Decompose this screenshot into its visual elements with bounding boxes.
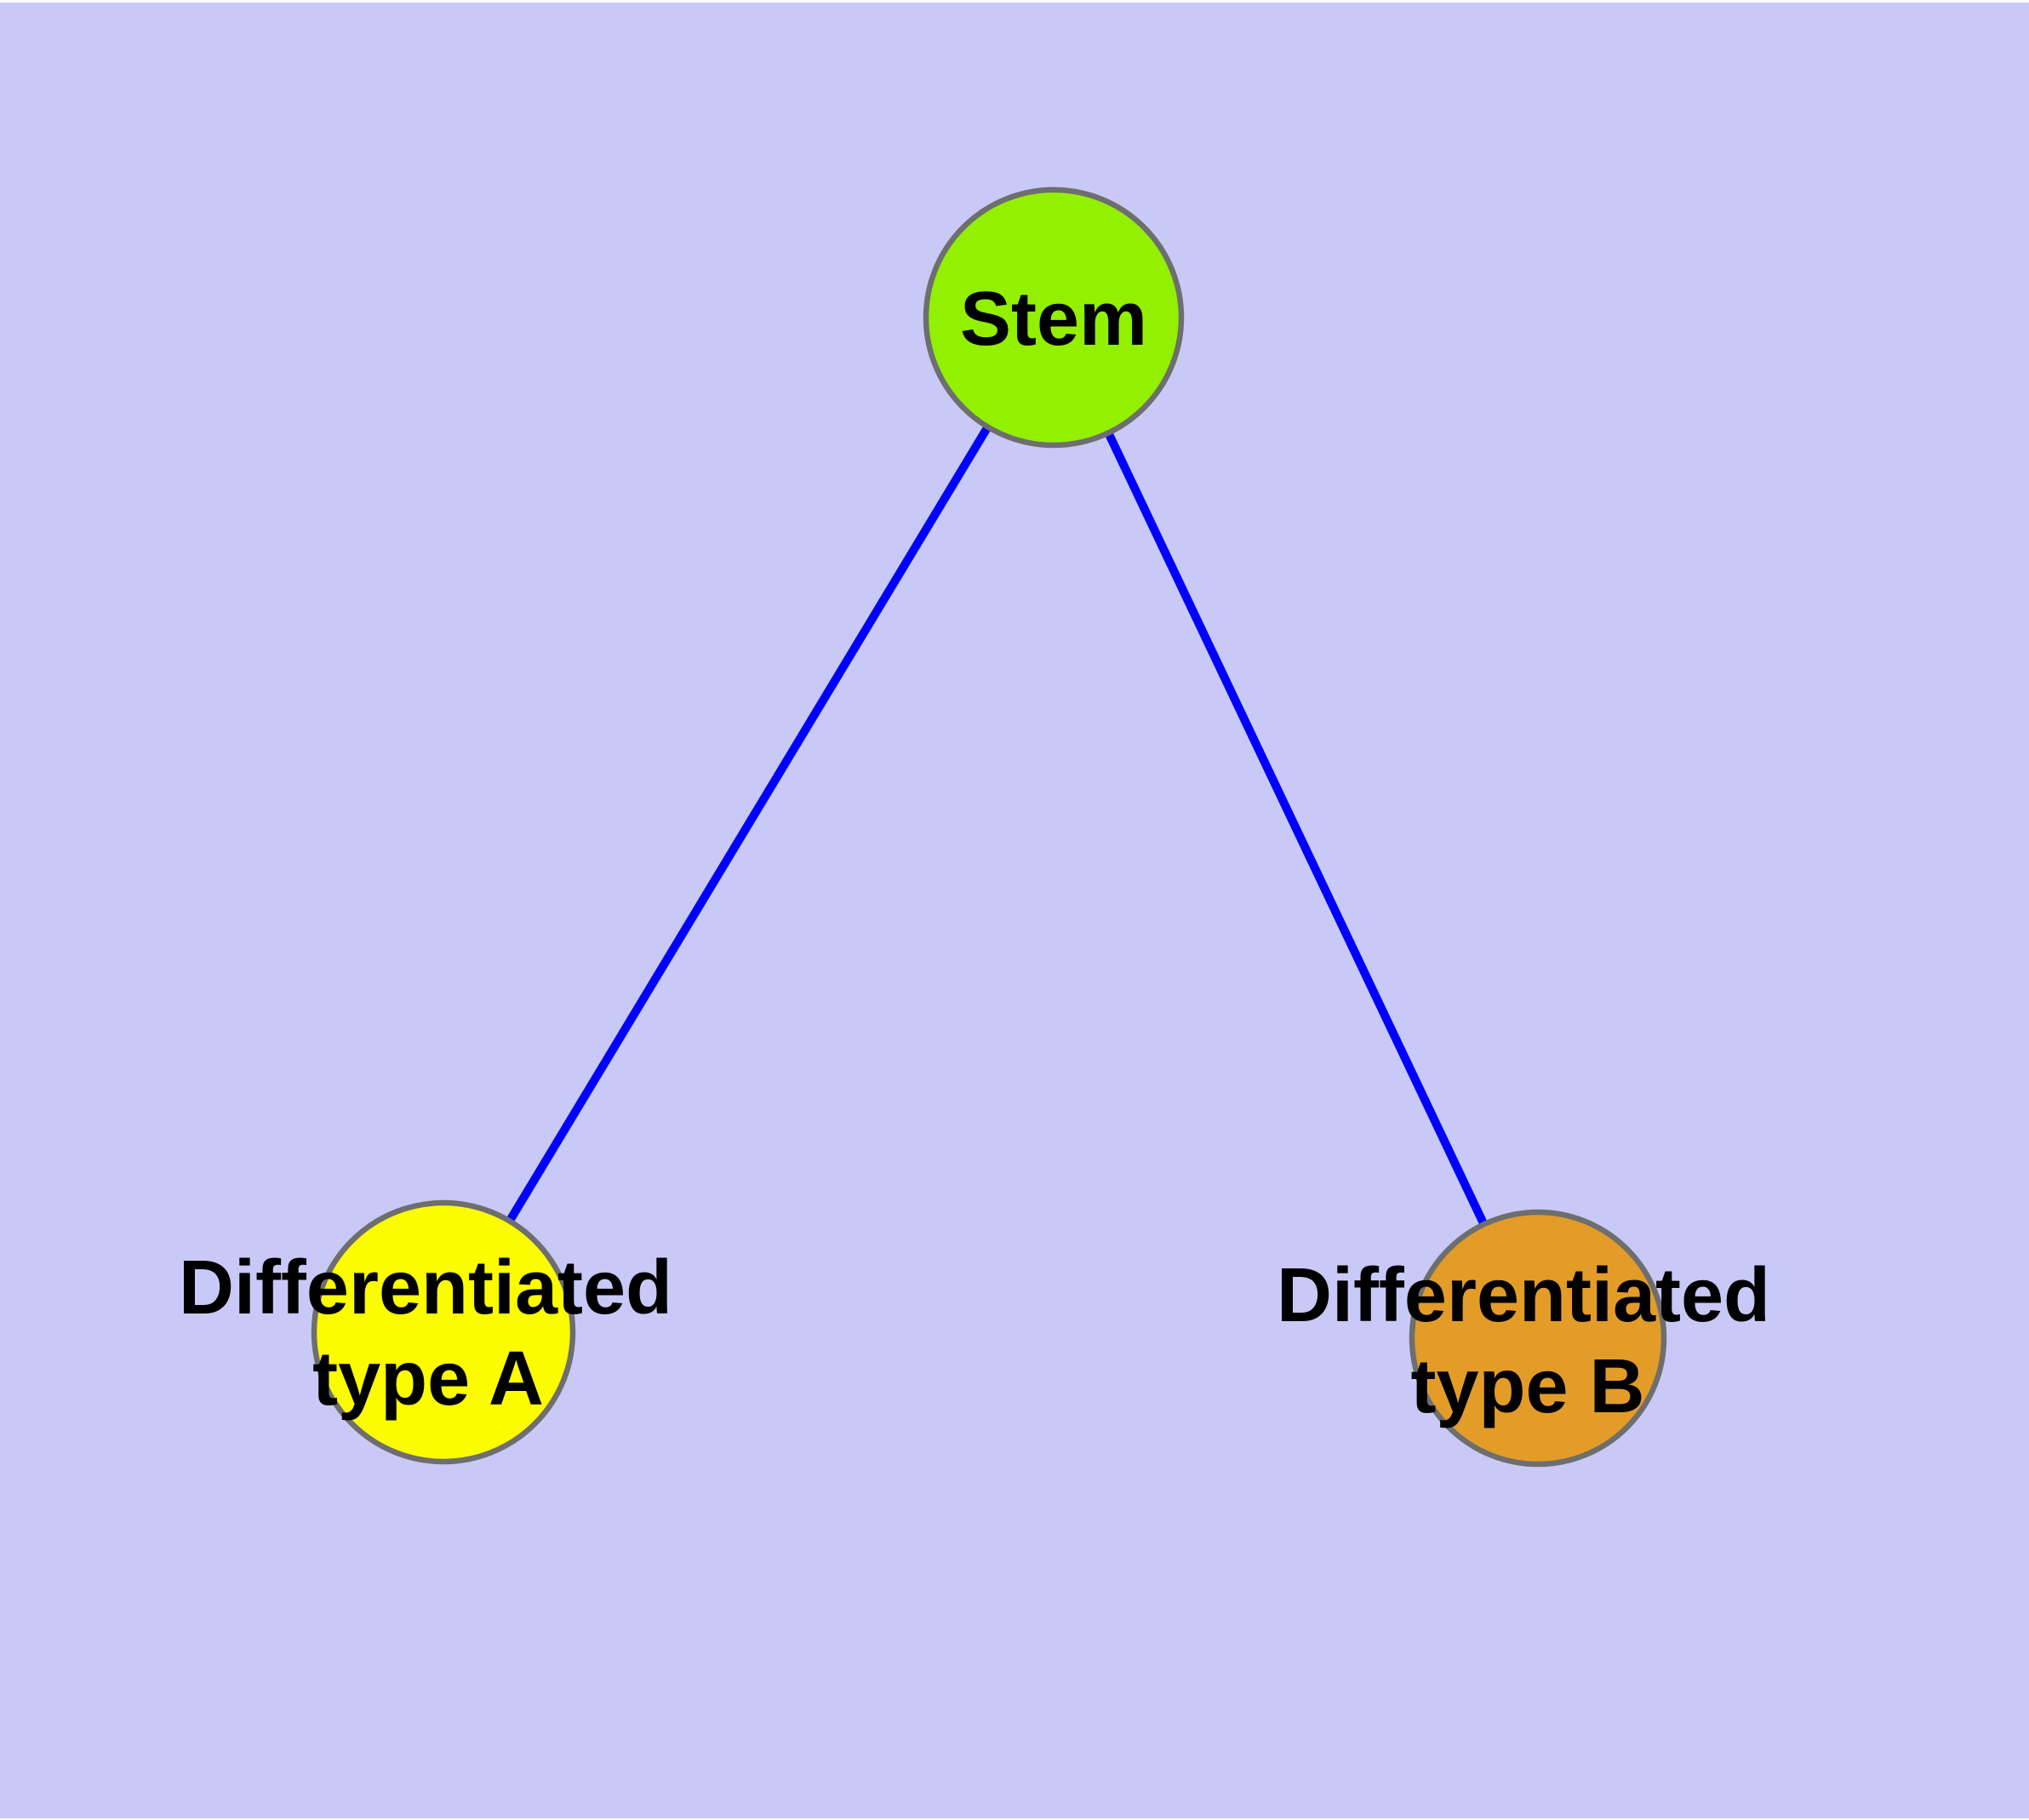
node-type-b-label-line1: Differentiated: [1277, 1253, 1770, 1338]
edge-stem-to-type-b: [1049, 315, 1542, 1341]
node-stem-label: Stem: [960, 277, 1147, 362]
node-type-b-label-line2: type B: [1410, 1344, 1644, 1429]
node-type-a-label-line2: type A: [312, 1336, 544, 1422]
node-stem: [923, 186, 1185, 449]
node-differentiated-type-b: [1409, 1209, 1667, 1468]
node-type-a-label-line1: Differentiated: [179, 1245, 672, 1331]
edge-stem-to-type-a: [438, 315, 1058, 1335]
node-differentiated-type-a: [311, 1199, 576, 1465]
